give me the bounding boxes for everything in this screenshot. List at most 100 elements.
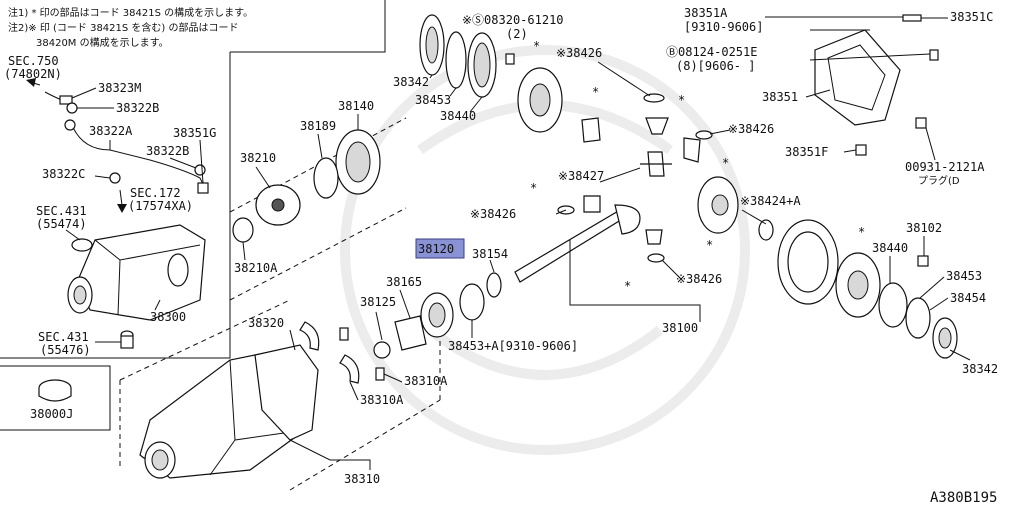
label-star-a: * (592, 85, 599, 99)
label-38310A-b: 38310A (360, 393, 404, 407)
label-38351A-sub: [9310-9606] (684, 20, 763, 34)
label-38102: 38102 (906, 221, 942, 235)
label-38120-highlighted: 38120 (418, 242, 454, 256)
label-bolt-08320: ※Ⓢ08320-61210 (462, 13, 564, 27)
label-sec431-b: SEC.431 (38, 330, 89, 344)
ring-gear-group (777, 219, 958, 359)
note-line-3: 38420M の構成を示します。 (36, 36, 169, 49)
carrier-38320 (254, 344, 319, 441)
label-bolt-08124-sub: (8)[9606- ] (676, 59, 755, 73)
clamp-38322B-top (66, 102, 78, 114)
arrow-up-icon (26, 78, 36, 87)
label-38210A: 38210A (234, 261, 278, 275)
left-panel-frame (0, 52, 231, 359)
label-38427: ※38427 (558, 169, 604, 183)
label-38454: 38454 (950, 291, 986, 305)
label-38342-left: 38342 (393, 75, 429, 89)
label-38322C: 38322C (42, 167, 85, 181)
left-leaders (65, 87, 204, 343)
label-sec431-a-sub: (55474) (36, 217, 87, 231)
label-38453-left: 38453 (415, 93, 451, 107)
label-38323M: 38323M (98, 81, 141, 95)
label-38453-right: 38453 (946, 269, 982, 283)
label-38322B-top: 38322B (116, 101, 159, 115)
label-star-c: * (722, 156, 729, 170)
label-38342-right: 38342 (962, 362, 998, 376)
note-line-1: 注1) * 印の部品はコード 38421S の構成を示します。 (8, 6, 253, 19)
rear-cover-38351 (814, 14, 939, 156)
label-38351C: 38351C (950, 10, 993, 24)
connector-38351G (197, 182, 209, 194)
pinion-gear-cluster (581, 93, 774, 241)
label-star-marker: * (533, 39, 540, 53)
bolt-38102 (917, 255, 929, 267)
label-38426-c: ※38426 (470, 207, 516, 221)
label-sec750-sub: (74802N) (4, 67, 62, 81)
label-sec172-sub: (17574XA) (128, 199, 193, 213)
label-sec431-b-sub: (55476) (40, 343, 91, 357)
label-38322A: 38322A (89, 124, 133, 138)
shim-38453-left (445, 31, 467, 89)
label-38210: 38210 (240, 151, 276, 165)
label-00931: 00931-2121A (905, 160, 985, 174)
nut-38210A (232, 217, 254, 243)
label-sec172: SEC.172 (130, 186, 181, 200)
bolt-38351C (902, 14, 922, 22)
label-sec750: SEC.750 (8, 54, 59, 68)
label-38426-d: ※38426 (676, 272, 722, 286)
bolt-08124 (929, 49, 939, 61)
label-38000J: 38000J (30, 407, 73, 421)
label-38165: 38165 (386, 275, 422, 289)
label-38310: 38310 (344, 472, 380, 486)
plug-frame (0, 365, 111, 431)
label-38310A-a: 38310A (404, 374, 448, 388)
label-bolt-08124: Ⓑ08124-0251E (666, 45, 757, 59)
label-star-e: * (706, 238, 713, 252)
hose-end (64, 119, 76, 131)
note-line-2: 注2)※ 印 (コード 38421S を含む) の部品はコード (8, 21, 239, 34)
notes-box: 注1) * 印の部品はコード 38421S の構成を示します。 注2)※ 印 (… (8, 0, 386, 53)
label-38320: 38320 (248, 316, 284, 330)
label-38440-right: 38440 (872, 241, 908, 255)
shim-38453-right (905, 297, 931, 339)
label-star-g: * (858, 225, 865, 239)
label-bolt-qty: (2) (506, 27, 528, 41)
bolt-08320 (505, 53, 515, 65)
hose-38322A (69, 119, 206, 189)
bearing-cap-lower (339, 354, 360, 384)
label-38300: 38300 (150, 310, 186, 324)
bearing-cap-upper (299, 321, 320, 351)
clip-38323M (59, 95, 73, 105)
front-bearing-group (232, 129, 381, 243)
label-38426-b: ※38426 (728, 122, 774, 136)
seal-38189 (313, 157, 339, 199)
highlighted-part-box (415, 238, 465, 259)
clamp-38322B (194, 164, 206, 176)
label-38125: 38125 (360, 295, 396, 309)
notes-frame (230, 0, 386, 53)
label-star-b: * (678, 93, 685, 107)
label-38100: 38100 (662, 321, 698, 335)
label-38440-left: 38440 (440, 109, 476, 123)
label-38424A: ※38424+A (740, 194, 801, 208)
label-00931-sub: プラグ(D (918, 174, 960, 187)
plug-38351F (855, 144, 867, 156)
leader-38100 (569, 240, 701, 322)
label-38322B: 38322B (146, 144, 189, 158)
arrow-down-icon (117, 204, 127, 213)
carrier-housing-38310 (139, 321, 385, 479)
diff-assembly-38300 (67, 224, 206, 349)
label-38140: 38140 (338, 99, 374, 113)
leader-38310 (289, 439, 371, 470)
bearing-38440-right (878, 282, 908, 328)
plug-00931 (915, 117, 927, 129)
label-38351G: 38351G (173, 126, 216, 140)
pinion-shaft-38100 (373, 195, 665, 359)
label-38426-a: ※38426 (556, 46, 602, 60)
label-38453A: 38453+A[9310-9606] (448, 339, 578, 353)
label-38351: 38351 (762, 90, 798, 104)
label-star-d: * (530, 181, 537, 195)
plug-38000J (38, 379, 72, 402)
label-38189: 38189 (300, 119, 336, 133)
arrow-line-2 (119, 189, 123, 206)
